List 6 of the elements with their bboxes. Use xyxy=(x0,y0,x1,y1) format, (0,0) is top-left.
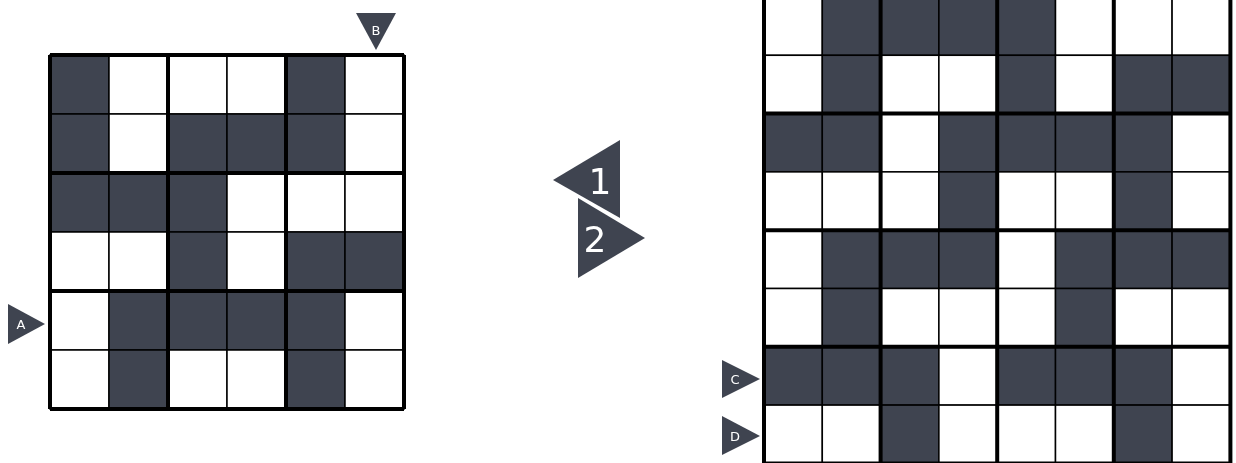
marker-letter: B xyxy=(371,23,381,37)
marker-letter: 1 xyxy=(588,164,612,200)
marker-letter: A xyxy=(16,317,26,331)
marker-letter: D xyxy=(730,429,740,443)
marker-letter: 2 xyxy=(583,222,607,258)
marker-letter: C xyxy=(730,372,740,386)
